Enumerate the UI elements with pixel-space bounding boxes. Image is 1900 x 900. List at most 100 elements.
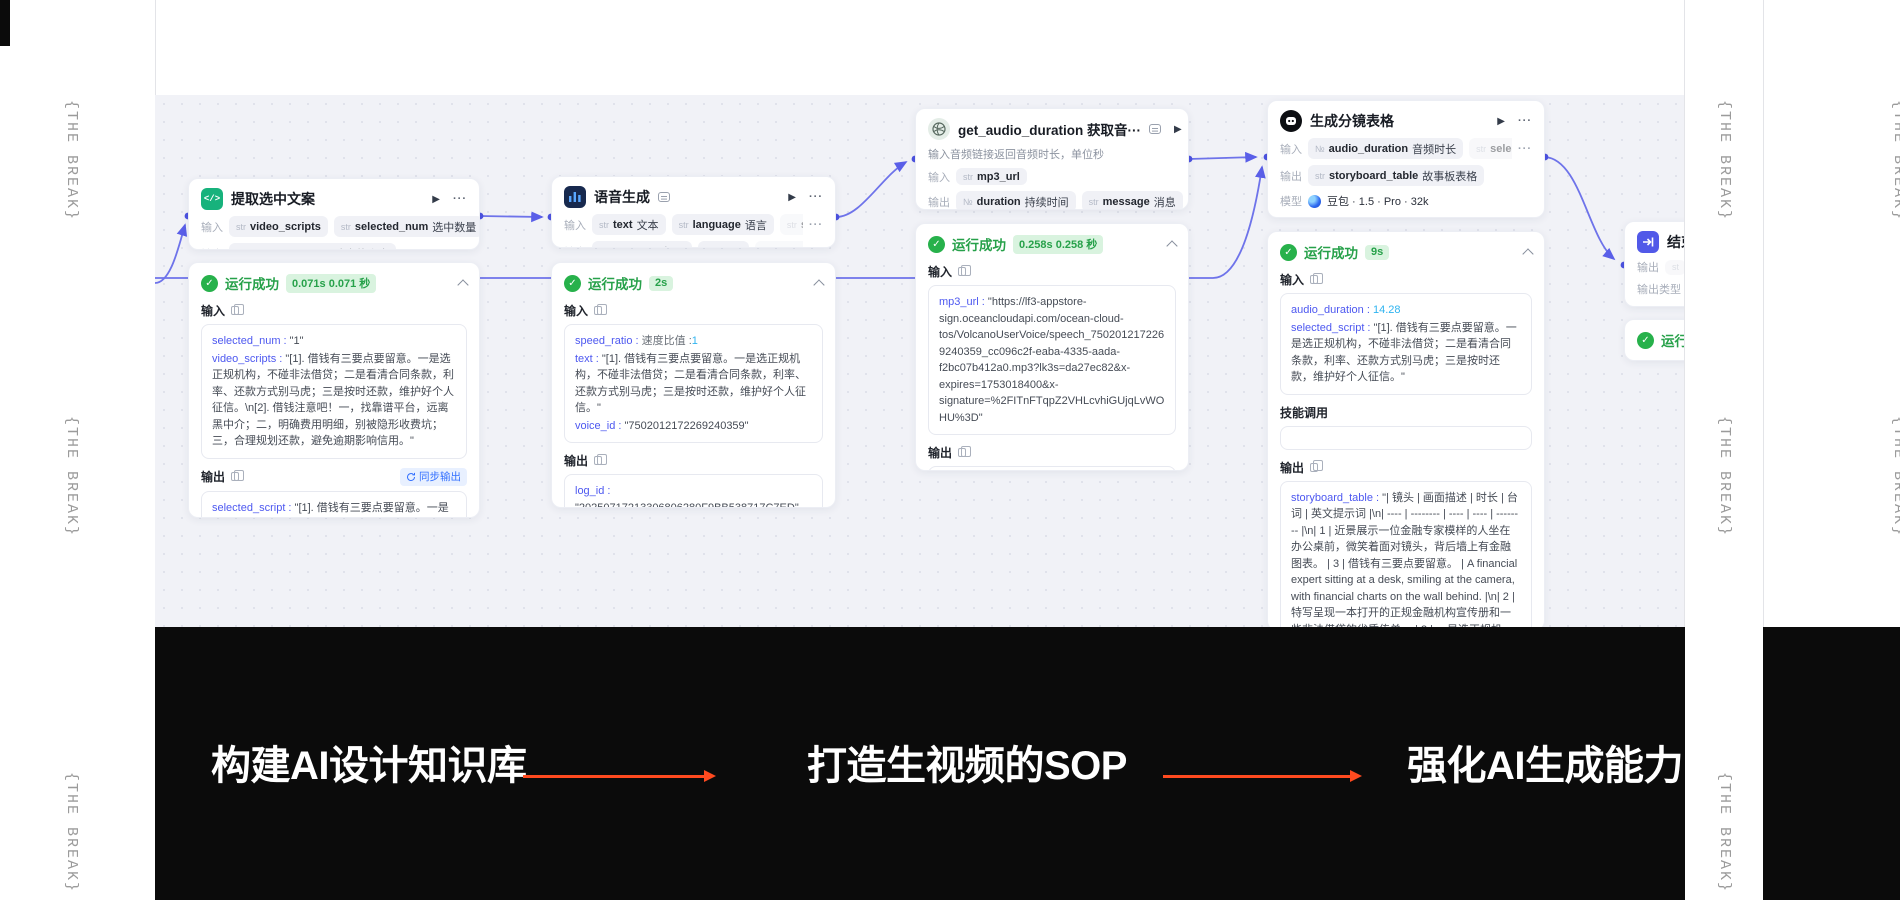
copy-icon[interactable] <box>1310 460 1323 472</box>
copy-icon[interactable] <box>958 264 971 276</box>
edge-start-to-extract <box>155 223 188 284</box>
input-tags: strtext文本strlanguage语言strspeaker <box>592 214 803 235</box>
edge-layer <box>155 151 1628 284</box>
skill-row-label: 技能 <box>1280 216 1302 217</box>
node-title: 提取选中文案 <box>231 191 315 207</box>
collapse-chevron-icon[interactable] <box>1166 240 1178 252</box>
success-check-icon: ✓ <box>564 274 581 292</box>
run-status-text: 运行成功 <box>588 277 642 292</box>
copy-icon[interactable] <box>1310 272 1323 284</box>
footer-step-1: 构建AI设计知识库 <box>211 744 527 788</box>
kv-line: audio_duration : 14.28 <box>1291 304 1401 316</box>
tags-overflow[interactable]: ··· <box>809 218 823 231</box>
model-name: 豆包 · 1.5 · Pro · 32k <box>1327 196 1429 208</box>
collapse-chevron-icon[interactable] <box>457 279 469 291</box>
run-status-text: 运行成功 <box>225 277 279 292</box>
param-tag: strspeaker <box>779 214 803 235</box>
copy-icon[interactable] <box>594 303 607 315</box>
copy-icon[interactable] <box>231 303 244 315</box>
collapse-chevron-icon[interactable] <box>1522 248 1534 260</box>
footer-arrow-1 <box>523 770 716 781</box>
run-output-label: 输出 <box>1280 460 1305 475</box>
run-output-content: duration : 14.28 持续时间： 14.28message : "o… <box>928 466 1176 470</box>
run-output-content: selected_script : "[1]. 借钱有三要点要留意。一是选正规机… <box>201 490 467 517</box>
success-check-icon: ✓ <box>201 274 218 292</box>
watermark-left-top: {THE BREAK} <box>63 100 80 222</box>
node-title: 语音生成 <box>594 189 650 205</box>
note-icon[interactable] <box>1149 124 1161 134</box>
tags-overflow[interactable]: ··· <box>1518 142 1532 155</box>
input-row-label: 输入 <box>928 171 950 184</box>
node-description: 输入音频链接返回音频时长，单位秒 <box>928 149 1104 161</box>
footer-step-2: 打造生视频的SOP <box>807 744 1127 788</box>
edge-plugin-to-llm <box>1188 151 1258 163</box>
node-title: get_audio_duration 获取音··· <box>958 123 1141 138</box>
copy-icon[interactable] <box>231 469 244 481</box>
run-duration-badge: 2s <box>649 275 674 291</box>
watermark-left-bottom: {THE BREAK} <box>63 772 80 894</box>
more-menu-button[interactable]: ··· <box>809 191 823 203</box>
collapse-chevron-icon[interactable] <box>813 279 825 291</box>
watermark-right-bottom: {THE BREAK} <box>1716 772 1733 894</box>
skill-call-box <box>1280 425 1532 450</box>
node-extract-run-card: ✓ 运行成功 0.071s 0.071 秒 输入 selected_num : … <box>188 262 480 518</box>
footer-arrow-2 <box>1163 770 1362 781</box>
canvas-right-line <box>1684 0 1685 627</box>
watermark-edge-middle: {THE BREAK} <box>1890 416 1900 538</box>
end-node-icon <box>1637 231 1659 253</box>
node-plugin-header[interactable]: get_audio_duration 获取音··· ▶ ··· 输入音频链接返回… <box>915 108 1189 210</box>
note-icon[interactable] <box>658 192 670 202</box>
top-left-black-sliver <box>0 0 10 46</box>
kv-line: voice_id : "7502012172269240359" <box>575 419 749 432</box>
llm-node-icon <box>1280 110 1302 132</box>
param-tag: st <box>1665 259 1684 275</box>
edge-extract-to-tts <box>479 211 544 223</box>
run-input-label: 输入 <box>928 265 953 279</box>
run-node-button[interactable]: ▶ <box>788 191 796 203</box>
copy-icon[interactable] <box>958 445 971 457</box>
run-input-content: selected_num : "1"video_scripts : "[1]. … <box>201 324 467 459</box>
node-title: 生成分镜表格 <box>1310 113 1394 129</box>
tts-node-icon <box>564 186 586 208</box>
node-end-header[interactable]: 结束 输出 st 输出类型 返 <box>1624 221 1684 307</box>
run-input-label: 输入 <box>201 304 226 318</box>
kv-line: selected_num : "1" <box>212 335 304 347</box>
run-status-text: 运行成功 <box>1304 246 1358 261</box>
node-plugin-run-card: ✓ 运行成功 0.258s 0.258 秒 输入 mp3_url : "http… <box>915 223 1189 471</box>
node-tts-header[interactable]: 语音生成 ▶ ··· 输入 strtext文本strlanguage语言strs… <box>551 176 836 248</box>
run-output-label: 输出 <box>564 454 589 468</box>
output-row-label: 输出 <box>201 246 223 250</box>
run-duration-badge: 9s <box>1365 244 1390 260</box>
more-menu-button[interactable]: ··· <box>453 193 467 205</box>
run-input-label: 输入 <box>564 304 589 318</box>
run-node-button[interactable]: ▶ <box>1174 123 1182 135</box>
watermark-left-middle: {THE BREAK} <box>63 416 80 538</box>
skill-value: 未配置技能 <box>1308 216 1363 217</box>
footer-bar-next-section <box>1763 627 1900 900</box>
run-node-button[interactable]: ▶ <box>1497 115 1505 127</box>
watermark-edge-top: {THE BREAK} <box>1890 100 1900 222</box>
tags-overflow[interactable]: ··· <box>809 246 823 248</box>
success-check-icon: ✓ <box>1637 331 1654 349</box>
run-node-button[interactable]: ▶ <box>432 193 440 205</box>
more-menu-button[interactable]: ··· <box>1518 115 1532 127</box>
output-row-label: 输出 <box>564 244 586 248</box>
copy-icon[interactable] <box>594 453 607 465</box>
footer-bar: 构建AI设计知识库 打造生视频的SOP 强化AI生成能力 <box>155 627 1685 900</box>
